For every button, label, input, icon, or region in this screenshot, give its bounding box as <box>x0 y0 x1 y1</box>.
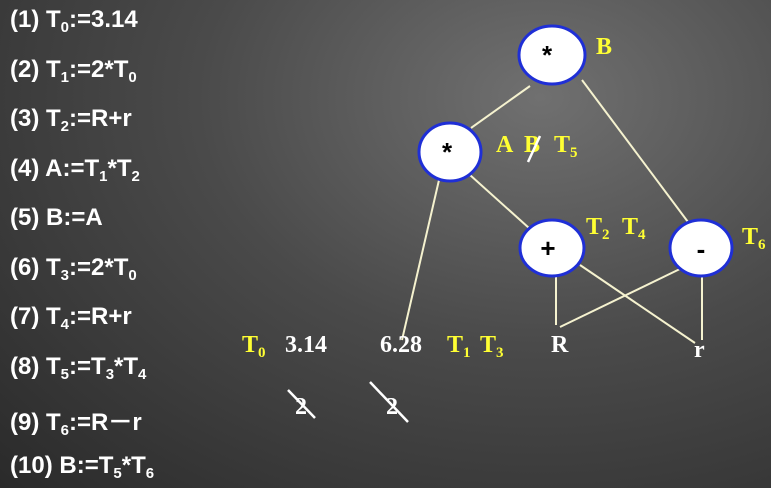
struck-2-second: 2 <box>386 394 398 420</box>
code-line-5: (5) B:=A <box>10 204 103 231</box>
code-line-6: (6) T3:=2*T0 <box>10 253 137 284</box>
root-op: * <box>542 40 553 70</box>
strike-B <box>526 135 542 163</box>
label-T5: T5 <box>554 132 578 161</box>
code-line-7: (7) T4:=R+r <box>10 303 132 333</box>
code-line-10: (10) B:=T5*T6 <box>10 451 155 482</box>
minus-node <box>668 218 734 278</box>
leaf-r: r <box>694 337 705 363</box>
root-mul-node <box>517 24 587 86</box>
leaf-T0-name: T0 <box>242 332 266 361</box>
leaf-R: R <box>551 332 569 358</box>
code-line-9: (9) T6:=R－r <box>10 409 142 439</box>
label-B-struck: B <box>524 132 540 158</box>
leaf-T3-name: T3 <box>480 332 504 361</box>
leaf-T1-name: T1 <box>447 332 471 361</box>
label-B-root: B <box>596 34 612 60</box>
strike-2-second <box>369 381 409 423</box>
edge-root-minus <box>581 79 689 223</box>
edge-plus-r <box>579 264 696 344</box>
code-line-2: (2) T1:=2*T0 <box>10 55 137 86</box>
edge-minus-R <box>559 266 685 328</box>
plus-op: + <box>540 233 555 263</box>
edge-mul-plus <box>469 174 530 229</box>
code-line-1: (1) T0:=3.14 <box>10 6 138 36</box>
label-T4: T4 <box>622 214 646 243</box>
code-line-3: (3) T2:=R+r <box>10 105 132 135</box>
edge-root-mul <box>470 85 531 129</box>
plus-node <box>518 218 586 278</box>
code-line-8: (8) T5:=T3*T4 <box>10 352 147 383</box>
edge-mul-const <box>401 179 440 341</box>
minus-op: - <box>697 234 706 264</box>
strike-2-first <box>287 389 316 419</box>
label-T6: T6 <box>742 224 766 253</box>
label-A: A <box>496 132 514 158</box>
label-T2: T2 <box>586 214 610 243</box>
leaf-3.14: 3.14 <box>285 332 327 358</box>
code-line-4: (4) A:=T1*T2 <box>10 154 140 185</box>
mul-node <box>417 121 483 183</box>
mul-op: * <box>442 137 453 167</box>
leaf-6.28: 6.28 <box>380 332 422 358</box>
